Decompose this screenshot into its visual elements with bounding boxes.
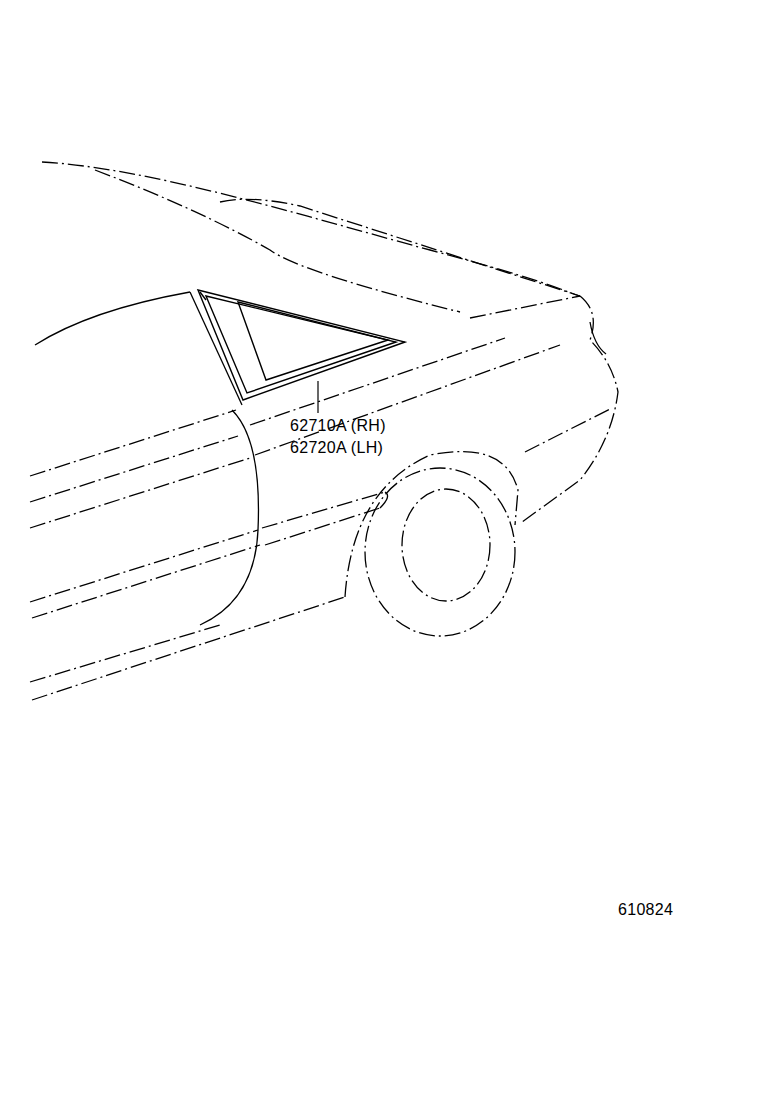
- part-number: 62720A (LH): [290, 439, 383, 457]
- body-solid-lines: [35, 292, 606, 625]
- figure-number: 610824: [618, 901, 673, 919]
- leader-line: [317, 381, 318, 413]
- part-number: 62710A (RH): [290, 417, 386, 435]
- body-outline: [30, 162, 618, 700]
- quarter-window: [198, 290, 405, 400]
